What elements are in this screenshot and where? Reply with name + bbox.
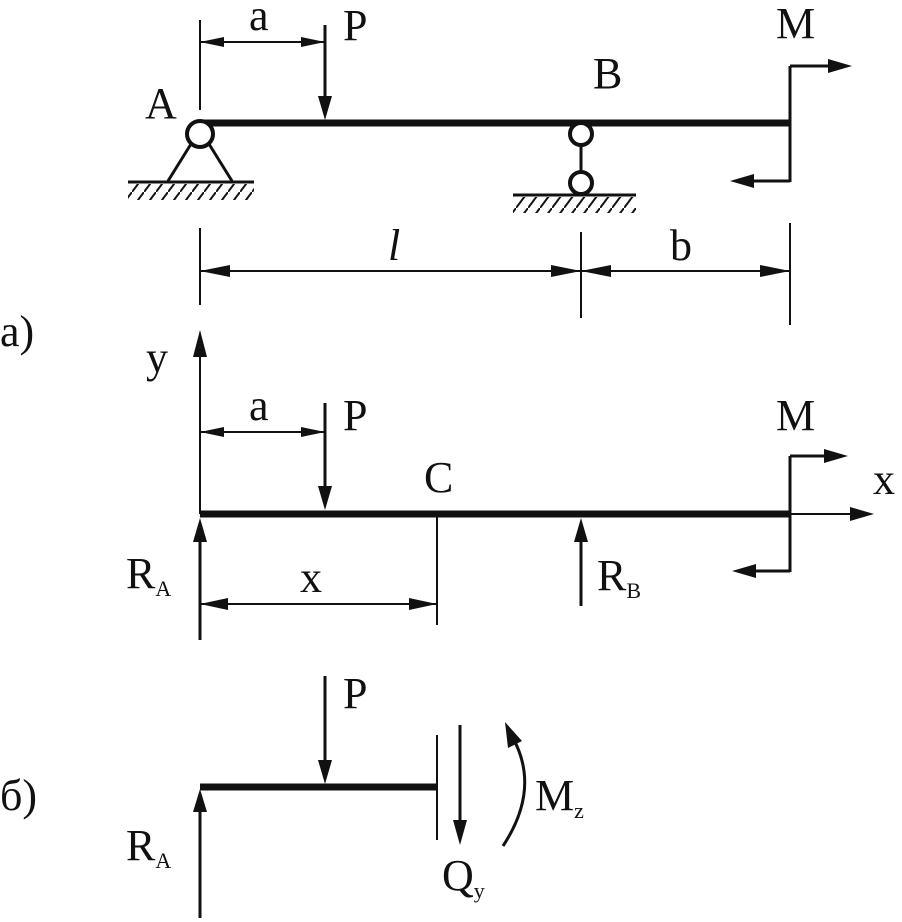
free-body-scheme: y x P M C a x RA RB: [126, 330, 895, 640]
reaction-ra-arrow-cut: [193, 789, 207, 918]
label-x-axis: x: [873, 455, 895, 504]
panel-b-marker: б): [0, 771, 37, 820]
panel-a-marker: а): [0, 307, 34, 356]
label-p-top: P: [343, 1, 367, 50]
label-reaction-rb: RB: [597, 551, 641, 603]
reaction-rb-arrow: [574, 518, 588, 606]
dimension-a-fb: [200, 427, 325, 437]
dimension-a-top: [199, 20, 325, 110]
label-p-fb: P: [343, 391, 367, 440]
label-a-point: A: [145, 79, 177, 128]
label-m-fb: M: [776, 391, 815, 440]
reaction-ra-arrow: [193, 518, 207, 640]
label-reaction-ra: RA: [126, 549, 171, 601]
label-m-top: M: [776, 0, 815, 48]
label-reaction-ra-cut: RA: [126, 821, 171, 873]
force-p-arrow: [318, 25, 332, 120]
section-cut-scheme: P RA Mz Qy: [126, 669, 584, 918]
support-a: [128, 119, 254, 200]
label-b-point: B: [593, 49, 622, 98]
label-moment-mz: Mz: [535, 771, 584, 823]
support-b: [513, 121, 636, 213]
top-scheme: A B P M a l b: [128, 0, 852, 325]
label-c-point: C: [424, 453, 453, 502]
label-dim-a-top: a: [249, 0, 269, 40]
moment-m-couple-fb: [732, 449, 848, 578]
label-p-cut: P: [343, 669, 367, 718]
label-dim-x: x: [300, 553, 322, 602]
x-axis-arrow: [790, 507, 874, 521]
label-dim-a-fb: a: [249, 381, 269, 430]
moment-m-couple: [730, 59, 852, 188]
y-axis-arrow: [193, 330, 207, 514]
shear-qy-arrow: [453, 725, 467, 845]
force-p-arrow-cut: [318, 676, 332, 784]
label-dim-b: b: [670, 221, 692, 270]
label-dim-l: l: [388, 221, 400, 270]
force-p-arrow-fb: [318, 403, 332, 510]
dimension-l-b: [199, 223, 791, 325]
moment-mz-arrow: [501, 722, 527, 847]
dimension-x-fb: [200, 598, 437, 610]
label-y-axis: y: [146, 333, 168, 382]
label-shear-qy: Qy: [442, 851, 485, 903]
